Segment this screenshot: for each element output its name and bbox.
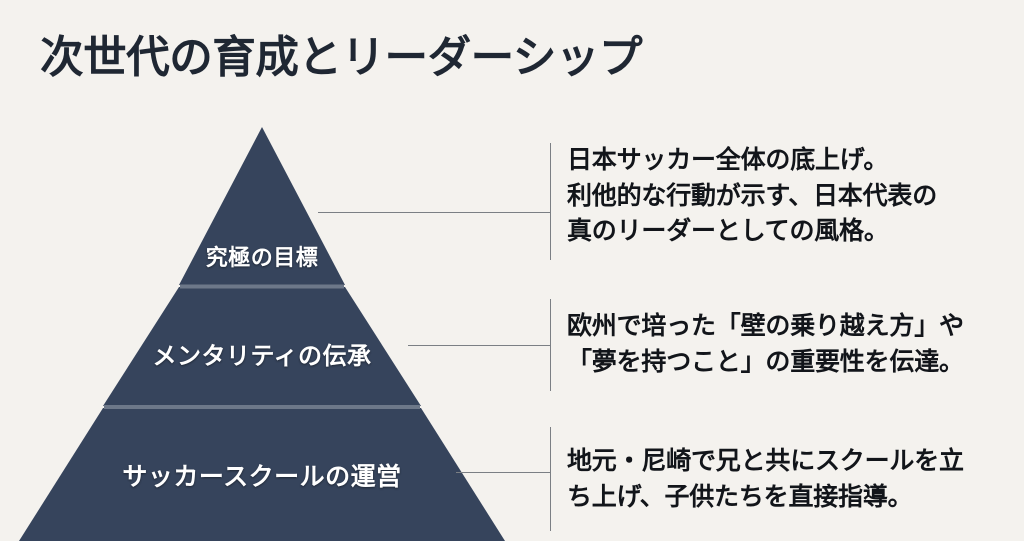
page-title: 次世代の育成とリーダーシップ [40,33,643,82]
connector-bar-top [550,143,551,260]
description-line: 地元・尼崎で兄と共にスクールを立 [567,447,964,475]
description-line: 欧州で培った「壁の乗り越え方」や [567,312,964,340]
description-line: 利他的な行動が示す、日本代表の [567,181,938,210]
description-middle: 欧州で培った「壁の乗り越え方」や 「夢を持つこと」の重要性を伝達。 [567,309,997,380]
description-line: 日本サッカー全体の底上げ。 [567,146,889,174]
pyramid-tier-label-middle: メンタリティの伝承 [152,343,372,370]
pyramid-tier-bottom [19,408,505,541]
connector-line-bottom [456,472,551,473]
connector-bar-bottom [550,427,551,531]
connector-line-top [318,212,551,213]
description-line: 「夢を持つこと」の重要性を伝達。 [567,347,964,376]
description-top: 日本サッカー全体の底上げ。 利他的な行動が示す、日本代表の 真のリーダーとしての… [567,143,997,250]
pyramid-tier-label-bottom: サッカースクールの運営 [122,463,402,491]
pyramid-tier-top [179,127,345,285]
connector-bar-middle [550,299,551,391]
pyramid-tier-label-top: 究極の目標 [205,245,319,270]
connector-line-middle [408,345,551,346]
description-line: 真のリーダーとしての風格。 [567,217,889,245]
description-line: ち上げ、子供たちを直接指導。 [567,482,913,511]
pyramid-tier-middle [103,287,421,406]
description-bottom: 地元・尼崎で兄と共にスクールを立 ち上げ、子供たちを直接指導。 [567,444,997,515]
